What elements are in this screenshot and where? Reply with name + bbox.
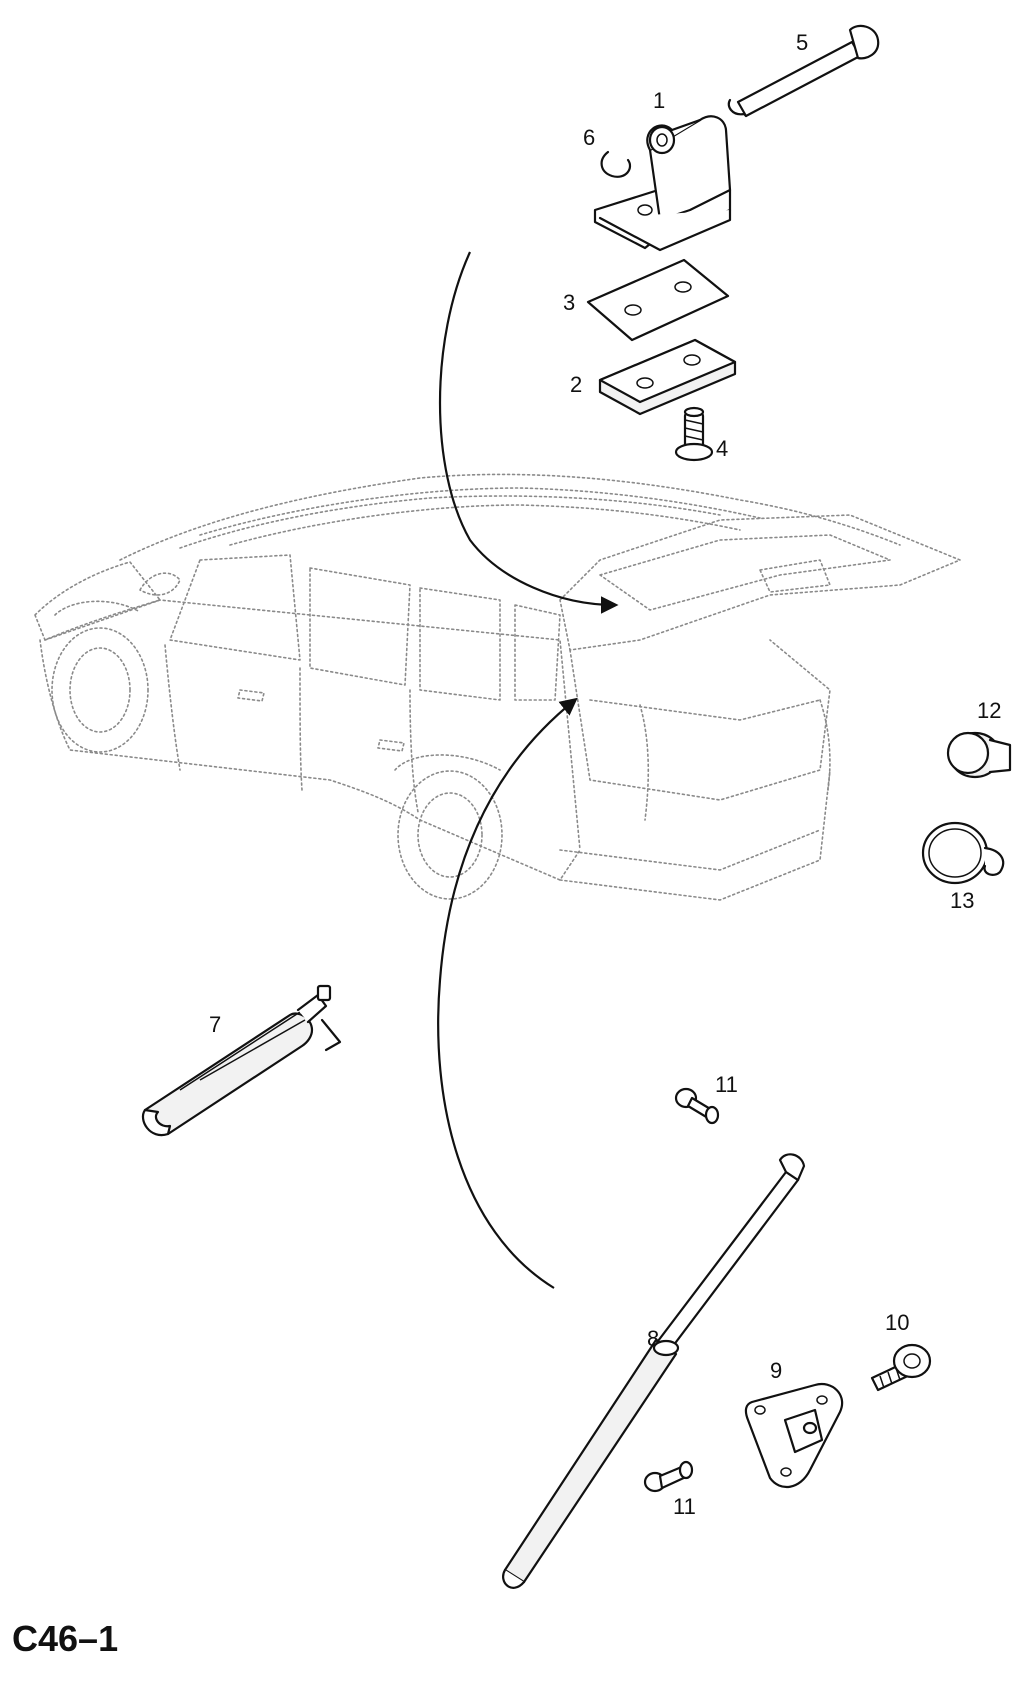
vehicle-outline: [34, 473, 961, 901]
sheet-code: C46–1: [12, 1618, 119, 1659]
part-1-hinge: [593, 115, 732, 252]
part-9-bracket: [744, 1382, 844, 1488]
part-10-screw: [870, 1343, 932, 1392]
callout-2: 2: [570, 372, 582, 397]
part-11-ball-stud-upper: [674, 1087, 720, 1125]
part-3-gasket: [586, 258, 730, 342]
callout-13: 13: [950, 888, 974, 913]
strut-location-arrow: [437, 697, 578, 1289]
part-8-gas-strut: [502, 1153, 806, 1589]
callout-5: 5: [796, 30, 808, 55]
part-11-ball-stud-lower: [643, 1460, 694, 1493]
callout-11-lower: 11: [673, 1494, 696, 1519]
part-13-push-clip: [921, 821, 1005, 885]
part-4-bolt: [674, 406, 714, 462]
callout-9: 9: [770, 1358, 782, 1383]
callout-7: 7: [209, 1012, 221, 1037]
hinge-location-arrow: [438, 251, 619, 614]
callout-1: 1: [653, 88, 665, 113]
callout-4: 4: [716, 436, 728, 461]
callout-11-upper: 11: [715, 1072, 738, 1097]
callout-8: 8: [647, 1326, 659, 1351]
part-7-tube: [142, 984, 342, 1137]
callout-6: 6: [583, 125, 595, 150]
part-6-clip-ring: [600, 150, 632, 178]
callout-12: 12: [977, 698, 1001, 723]
callout-10: 10: [885, 1310, 909, 1335]
callout-3: 3: [563, 290, 575, 315]
part-2-backing-plate: [598, 338, 737, 416]
part-12-grommet: [946, 731, 1012, 779]
part-5-hinge-pin: [727, 24, 880, 118]
